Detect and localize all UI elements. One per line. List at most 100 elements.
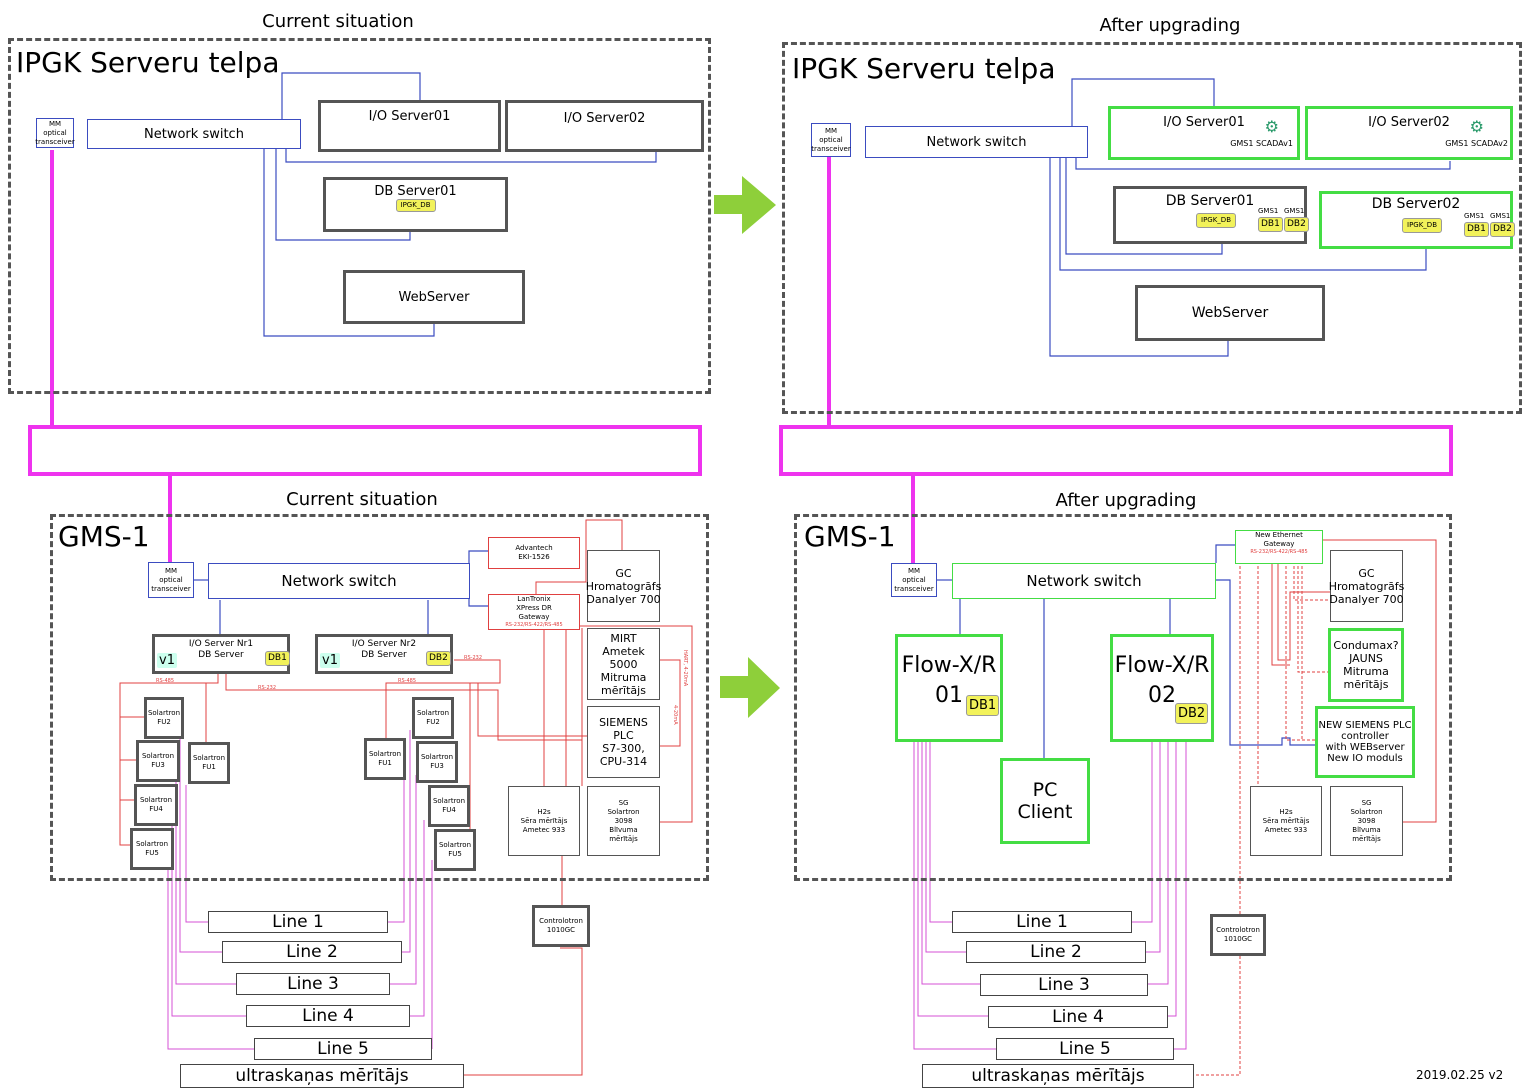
- right-controlotron: Controlotron 1010GC: [1210, 914, 1266, 956]
- right-flow-x-01-label: Flow-X/R 01: [901, 653, 997, 708]
- gms1-label: GMS1: [1284, 207, 1305, 215]
- left-ultrasonic-meter: ultraskaņas mērītājs: [180, 1064, 464, 1088]
- right-new-siemens-plc: NEW SIEMENS PLC controller with WEBserve…: [1315, 706, 1415, 778]
- right-gms-title: After upgrading: [1055, 489, 1197, 511]
- left-ipgk-db-badge: IPGK_DB: [326, 199, 505, 212]
- scada-icon: ⚙: [1469, 117, 1484, 136]
- right-condumax: Condumax? JAUNS Mitruma mērītājs: [1328, 628, 1404, 702]
- right-pc-client: PC Client: [1000, 758, 1090, 844]
- left-solartron-fu3-b: Solartron FU3: [416, 741, 458, 783]
- left-io-server01-label: I/O Server01: [368, 109, 451, 124]
- left-line-2: Line 2: [222, 941, 402, 963]
- right-io-server01-sub: GMS1 SCADAv1: [1230, 139, 1293, 148]
- left-solartron-fu3-a: Solartron FU3: [136, 740, 180, 782]
- left-rs232-label: RS-232: [258, 685, 276, 691]
- left-db-server01: DB Server01 IPGK_DB: [323, 177, 508, 232]
- left-line-3: Line 3: [236, 973, 390, 995]
- right-io-server02: I/O Server02 GMS1 SCADAv2 ⚙: [1305, 106, 1513, 160]
- left-top-network-switch: Network switch: [87, 119, 301, 149]
- left-db-server01-label: DB Server01: [374, 184, 457, 199]
- database-icon: IPGK_DB: [1196, 213, 1236, 228]
- right-db-server01-label: DB Server01: [1165, 193, 1255, 209]
- right-gms-network-switch: Network switch: [952, 563, 1216, 599]
- left-webserver: WebServer: [343, 270, 525, 324]
- right-top-transceiver: MM optical transceiver: [811, 123, 851, 157]
- right-io-server02-sub: GMS1 SCADAv2: [1445, 139, 1508, 148]
- right-webserver: WebServer: [1135, 285, 1325, 341]
- right-gateway-sub: RS-232/RS-422/RS-485: [1250, 549, 1308, 555]
- right-gms-name: GMS-1: [804, 520, 896, 553]
- left-io-server02: I/O Server02: [505, 100, 704, 152]
- left-gc: GC Hromatogrāfs Danalyer 700: [586, 550, 661, 622]
- right-line-2: Line 2: [966, 941, 1146, 963]
- left-rs232b-label: RS-232: [464, 655, 482, 661]
- v1-icon: v1: [320, 653, 340, 668]
- left-solartron-fu2-a: Solartron FU2: [144, 697, 184, 739]
- database-icon: IPGK_DB: [1402, 218, 1442, 233]
- right-line-1: Line 1: [952, 911, 1132, 933]
- right-gateway-label: New Ethernet Gateway: [1255, 531, 1303, 548]
- left-lantronix-sub: RS-232/RS-422/RS-485: [505, 622, 563, 628]
- gms1-label: GMS1: [1490, 212, 1511, 220]
- db2-icon: DB2: [426, 651, 451, 666]
- left-solartron-fu1-b: Solartron FU1: [364, 738, 406, 780]
- right-h2s: H2s Sēra mērītājs Ametec 933: [1250, 786, 1322, 856]
- right-fiber-link-box: [779, 425, 1453, 476]
- db1-icon: DB1: [265, 651, 290, 666]
- left-fiber-link-box: [28, 425, 702, 476]
- right-db-server01: DB Server01 IPGK_DB GMS1 DB1 GMS1 DB2: [1113, 186, 1309, 244]
- left-mirt: MIRT Ametek 5000 Mitruma mērītājs: [587, 628, 660, 700]
- left-rs485-label: RS-485: [156, 678, 174, 684]
- left-sg: SG Solartron 3098 Blīvuma mērītājs: [587, 786, 660, 856]
- left-gms-area: [50, 514, 709, 881]
- right-db-server02: DB Server02 IPGK_DB GMS1 DB1 GMS1 DB2: [1319, 191, 1515, 249]
- left-rs485b-label: RS-485: [398, 678, 416, 684]
- left-gms-name: GMS-1: [58, 520, 150, 553]
- right-line-3: Line 3: [980, 974, 1148, 996]
- left-gms-network-switch: Network switch: [208, 563, 470, 599]
- db1-icon: DB1: [1464, 222, 1489, 237]
- right-io-server02-label: I/O Server02: [1368, 115, 1450, 130]
- db2-icon: DB2: [1284, 217, 1309, 232]
- left-line-5: Line 5: [254, 1038, 432, 1060]
- left-io-server02-label: I/O Server02: [563, 111, 646, 126]
- scada-icon: ⚙: [1264, 117, 1279, 136]
- left-io-server01: I/O Server01: [318, 100, 501, 152]
- left-lantronix: LanTronix XPress DR Gateway RS-232/RS-42…: [488, 594, 580, 630]
- left-hart-label: HART, 4-20mA: [682, 650, 688, 687]
- left-ma-label: 4-20mA: [672, 705, 678, 725]
- right-io-server01-label: I/O Server01: [1163, 115, 1245, 130]
- left-siemens-plc: SIEMENS PLC S7-300, CPU-314: [587, 706, 660, 778]
- db1-icon: DB1: [966, 695, 1000, 716]
- right-gms-transceiver: MM optical transceiver: [891, 563, 937, 597]
- left-h2s: H2s Sēra mērītājs Ametec 933: [508, 786, 580, 856]
- left-solartron-fu1-a: Solartron FU1: [188, 742, 230, 784]
- left-solartron-fu2-b: Solartron FU2: [412, 697, 454, 739]
- left-gms-title: Current situation: [286, 488, 438, 510]
- left-solartron-fu5-a: Solartron FU5: [130, 828, 174, 870]
- right-line-4: Line 4: [988, 1006, 1168, 1028]
- right-server-room: [782, 42, 1522, 414]
- left-server-room: [8, 38, 711, 394]
- db2-icon: DB2: [1490, 222, 1515, 237]
- gms1-label: GMS1: [1258, 207, 1279, 215]
- database-icon: IPGK_DB: [395, 199, 436, 212]
- right-io-server01: I/O Server01 GMS1 SCADAv1 ⚙: [1108, 106, 1300, 160]
- right-ultrasonic-meter: ultraskaņas mērītājs: [922, 1064, 1194, 1088]
- v1-icon: v1: [157, 653, 177, 668]
- version-label: 2019.02.25 v2: [1416, 1068, 1504, 1082]
- right-gc: GC Hromatogrāfs Danalyer 700: [1329, 550, 1404, 622]
- db2-icon: DB2: [1175, 703, 1209, 724]
- right-flow-x-01: Flow-X/R 01 DB1: [895, 634, 1003, 742]
- left-line-4: Line 4: [246, 1005, 410, 1027]
- left-solartron-fu4-a: Solartron FU4: [134, 784, 178, 826]
- left-io-nr2-label: I/O Server Nr2 DB Server: [351, 639, 417, 660]
- left-solartron-fu5-b: Solartron FU5: [434, 829, 476, 871]
- left-io-server-nr2: I/O Server Nr2 DB Server v1 DB2: [315, 634, 453, 674]
- left-line-1: Line 1: [208, 911, 388, 933]
- right-gms-area: [794, 514, 1452, 881]
- left-solartron-fu4-b: Solartron FU4: [428, 785, 470, 827]
- right-sg: SG Solartron 3098 Blīvuma mērītājs: [1330, 786, 1403, 856]
- right-flow-x-02: Flow-X/R 02 DB2: [1110, 634, 1214, 742]
